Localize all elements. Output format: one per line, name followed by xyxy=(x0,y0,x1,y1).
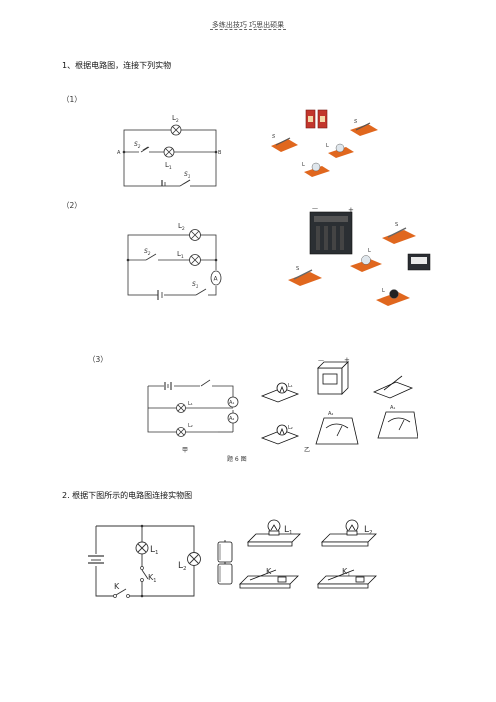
bulb-board-l2-q2 xyxy=(321,519,377,547)
svg-text:L₂: L₂ xyxy=(288,425,293,431)
d3-l1-label: L₁ xyxy=(188,401,193,407)
d3-yi-label: 乙 xyxy=(304,447,310,452)
circuit-diagram-2: A L2 L1 S2 S1 xyxy=(126,222,222,300)
battery-box xyxy=(309,211,353,255)
bulb-board-l2-3 xyxy=(260,424,300,445)
d1-node-b: B xyxy=(218,150,222,156)
svg-text:K1: K1 xyxy=(342,567,350,578)
svg-text:L: L xyxy=(302,162,305,168)
bulb-board-l2-2 xyxy=(376,289,410,306)
switch-board-s2-2 xyxy=(288,269,322,286)
ammeter-meter xyxy=(407,253,431,271)
svg-text:L: L xyxy=(326,143,329,149)
svg-text:L: L xyxy=(382,288,385,294)
circuit-diagram-3: A₁ A₂ L₁ L₂ 甲 xyxy=(147,379,239,454)
circuit-diagram-1: L2 L1 S2 S1 A B xyxy=(117,114,222,188)
q2-k-label: K xyxy=(114,582,120,591)
switch-board-s1-2 xyxy=(382,227,416,244)
switch-board-k-q2 xyxy=(239,569,299,589)
components-photo-2: — + S L S L xyxy=(288,206,431,306)
d3-a2-label: A₂ xyxy=(229,416,234,422)
svg-text:A₂: A₂ xyxy=(328,411,333,417)
bulb-board-l1 xyxy=(304,162,330,177)
battery-cell-pair xyxy=(217,540,233,585)
svg-text:A₁: A₁ xyxy=(390,405,395,411)
bulb-board-l1-3 xyxy=(260,382,300,403)
svg-text:K: K xyxy=(266,567,272,576)
svg-text:—: — xyxy=(312,206,318,212)
svg-text:+: + xyxy=(348,206,354,214)
switch-board-s2 xyxy=(271,137,298,152)
question-1-title: 1、根据电路图，连接下列实物 xyxy=(62,61,172,70)
header-text: 多练出技巧 巧思出硕果 xyxy=(209,21,287,30)
d3-a1-label: A₁ xyxy=(229,400,234,406)
components-photo-q2: L1 L2 K K1 xyxy=(217,519,377,589)
svg-text:S: S xyxy=(395,222,398,228)
components-photo-3: L₁ L₂ A₂ A₁ — + 乙 xyxy=(260,356,418,452)
bulb-board-l1-2 xyxy=(350,255,382,272)
figure-caption: 题 6 图 xyxy=(227,456,247,463)
part-3-label: （3） xyxy=(88,355,108,364)
battery-pair xyxy=(305,109,328,129)
d1-l2-label: L2 xyxy=(172,114,179,124)
bulb-board-l1-q2 xyxy=(247,519,301,547)
battery-box-3 xyxy=(317,361,349,395)
svg-text:L₁: L₁ xyxy=(288,383,293,389)
d3-jia-label: 甲 xyxy=(182,447,188,454)
d2-l1-label: L1 xyxy=(177,250,184,260)
ammeter-a2-3 xyxy=(315,417,359,445)
d3-l2-label: L₂ xyxy=(188,423,193,429)
switch-board-3 xyxy=(372,375,414,399)
part-1-label: （1） xyxy=(62,95,82,104)
ammeter-a1-3 xyxy=(377,411,418,439)
d1-s2-label: S2 xyxy=(134,141,141,149)
svg-text:L2: L2 xyxy=(364,525,373,536)
d1-s1-label: S1 xyxy=(184,171,190,179)
svg-text:L: L xyxy=(368,248,371,254)
svg-text:S: S xyxy=(354,119,358,125)
d1-l1-label: L1 xyxy=(165,161,172,171)
svg-text:S: S xyxy=(296,266,299,272)
circuit-diagram-q2: L1 L2 K1 K xyxy=(88,524,201,599)
d1-node-a: A xyxy=(117,150,121,156)
d3-plus: + xyxy=(344,356,350,364)
switch-board-k1-q2 xyxy=(317,569,377,589)
svg-text:L1: L1 xyxy=(284,525,293,536)
d2-l2-label: L2 xyxy=(178,222,185,232)
bulb-board-l2 xyxy=(328,143,354,158)
components-photo-1: S S L L xyxy=(271,109,378,177)
part-2-label: （2） xyxy=(62,201,82,210)
question-2-title: 2. 根据下图所示的电路图连接实物图 xyxy=(62,491,193,500)
svg-text:S: S xyxy=(272,134,276,140)
q2-k1-label: K1 xyxy=(148,573,156,584)
d2-s2-label: S2 xyxy=(144,248,151,256)
switch-board-s1 xyxy=(350,122,378,136)
d2-ammeter-label: A xyxy=(214,276,219,283)
d2-s1-label: S1 xyxy=(192,281,198,289)
page-header: 多练出技巧 巧思出硕果 xyxy=(0,20,496,30)
q2-l1-label: L1 xyxy=(150,545,159,556)
d3-minus: — xyxy=(318,357,324,364)
q2-l2-label: L2 xyxy=(178,561,187,572)
